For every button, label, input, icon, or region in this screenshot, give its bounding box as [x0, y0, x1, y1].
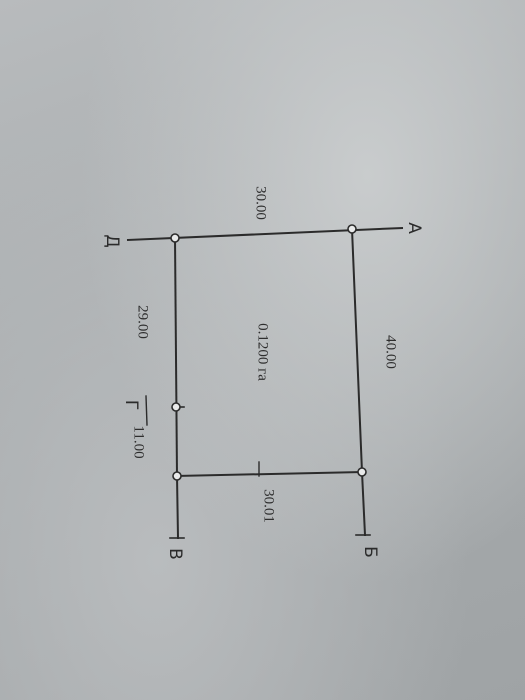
- tick-g-vertical: [145, 395, 148, 426]
- node-g: [171, 402, 181, 412]
- dimension-right-side: 40.00: [383, 335, 399, 369]
- node-top-right: [347, 224, 357, 234]
- line-a-b: [350, 227, 364, 474]
- point-label-b: Б: [360, 546, 380, 558]
- dimension-center-area: 0.1200 га: [255, 323, 271, 381]
- point-label-v: В: [165, 548, 185, 560]
- dimension-top-left: 30.00: [253, 186, 269, 220]
- dimension-left-lower: 29.00: [135, 305, 151, 339]
- point-label-g: Г: [121, 400, 141, 410]
- point-label-a: А: [404, 222, 424, 234]
- dimension-bottom-right: 30.01: [261, 489, 277, 523]
- dimension-bottom-segment: 11.00: [131, 425, 147, 458]
- node-top-left: [170, 233, 180, 243]
- line-v-extension: [175, 474, 180, 540]
- line-d-a: [126, 226, 404, 242]
- line-b-extension: [360, 470, 367, 537]
- line-bottom: [174, 470, 364, 478]
- point-label-d: Д: [102, 234, 122, 247]
- node-bottom-right: [357, 467, 367, 477]
- node-bottom-left: [172, 471, 182, 481]
- line-left: [173, 236, 179, 478]
